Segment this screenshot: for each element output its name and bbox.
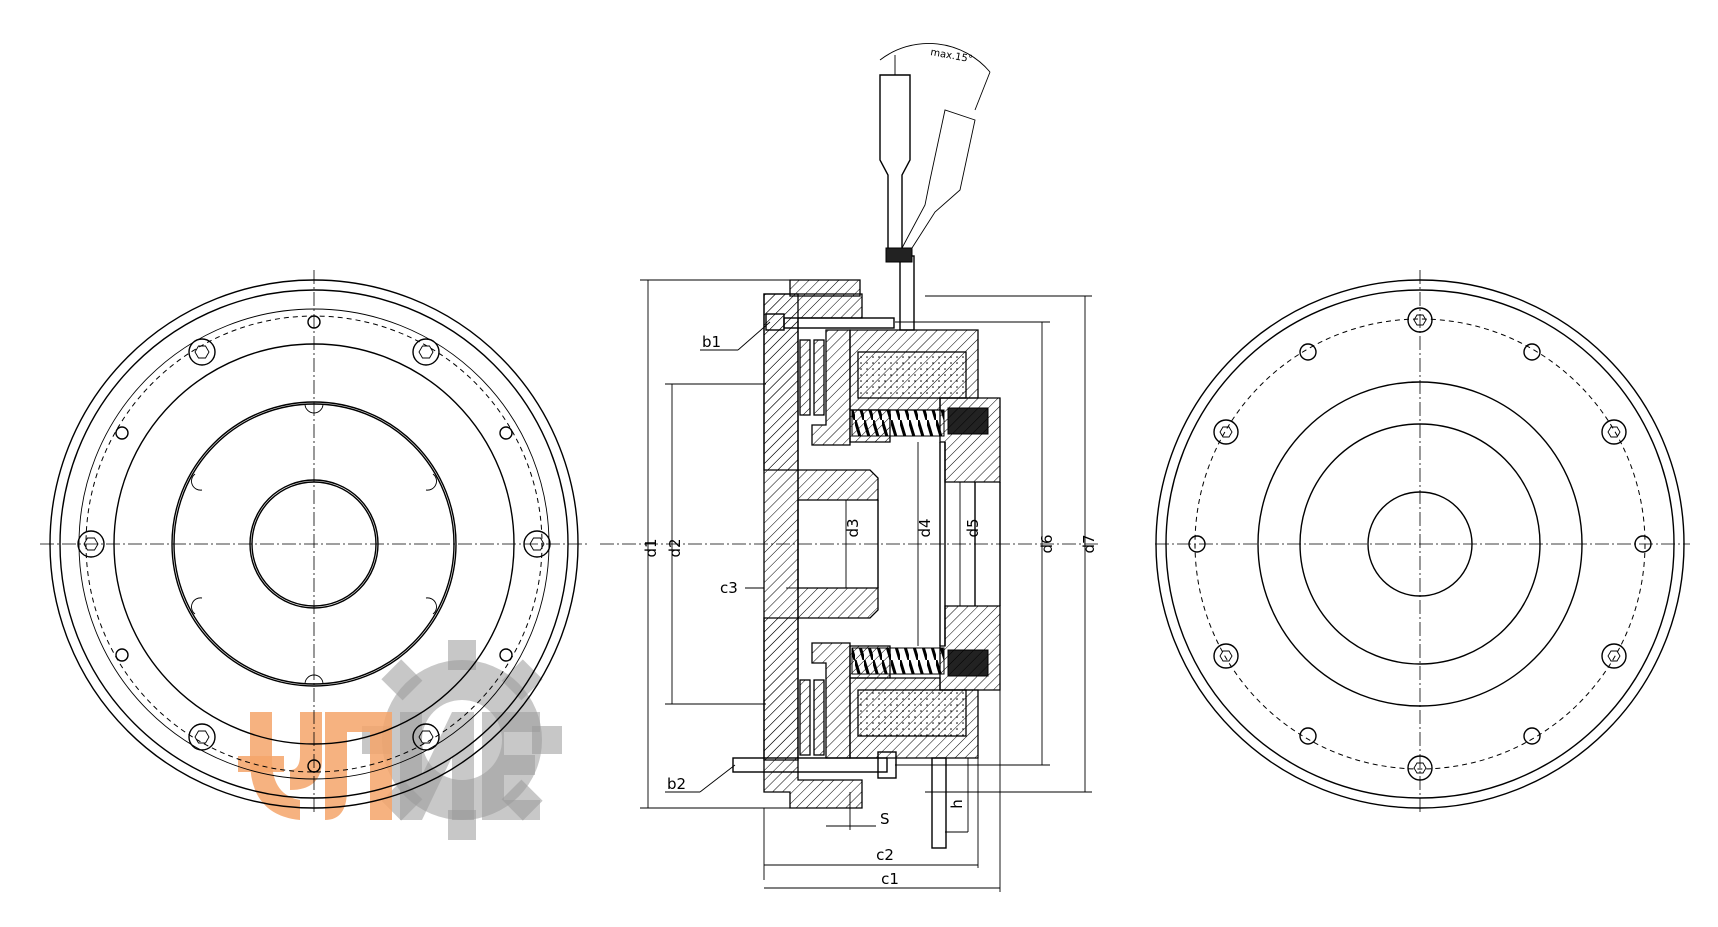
- label-b2: b2: [667, 775, 686, 793]
- label-d5: d5: [964, 518, 982, 537]
- label-d6: d6: [1038, 534, 1056, 553]
- label-c2: c2: [876, 846, 894, 864]
- small-holes-left: [115, 315, 513, 773]
- label-d1: d1: [642, 538, 660, 557]
- label-d2: d2: [666, 538, 684, 557]
- angle-label: max.15°: [929, 47, 973, 65]
- small-holes-right: [1188, 343, 1652, 745]
- bolt-heads-right: [1213, 307, 1627, 781]
- label-s: S: [880, 810, 890, 828]
- watermark-logo: [238, 640, 562, 840]
- label-d4: d4: [916, 518, 934, 537]
- label-d7: d7: [1080, 534, 1098, 553]
- label-c3: c3: [720, 579, 738, 597]
- front-view-right: [1155, 270, 1690, 815]
- cross-section: max.15°: [600, 43, 1100, 849]
- label-b1: b1: [702, 333, 721, 351]
- label-h: h: [948, 799, 966, 809]
- label-c1: c1: [881, 870, 899, 888]
- dimensions: d1 d2 c3 d3 d4 d5 d6 d7 c2: [640, 279, 1098, 892]
- front-view-left: [40, 270, 588, 815]
- bolt-heads-left: [77, 338, 551, 751]
- label-d3: d3: [844, 518, 862, 537]
- disc-notches-left: [191, 403, 437, 685]
